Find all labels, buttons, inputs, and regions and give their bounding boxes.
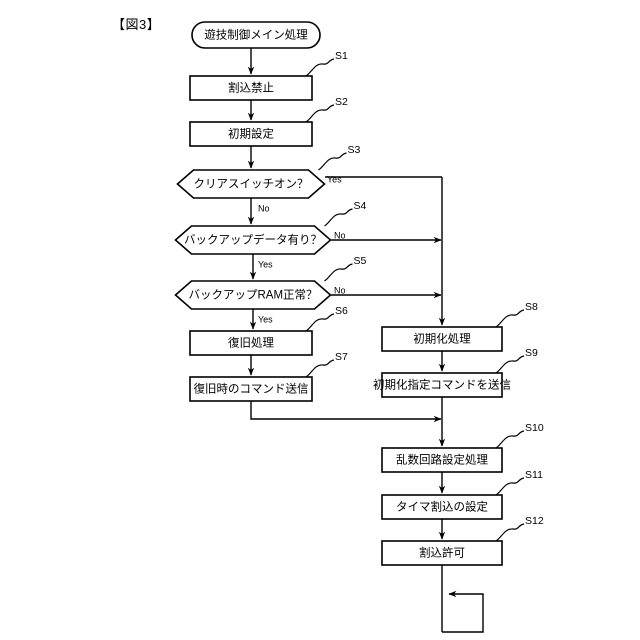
step-id-text: S10 <box>525 422 544 434</box>
edge-label-s5-yes: Yes <box>258 314 273 324</box>
process-shape <box>189 330 313 356</box>
step-id-text: S7 <box>335 351 348 363</box>
node-label: 復旧処理 <box>228 336 274 350</box>
process-shape <box>381 540 503 566</box>
flow-node-s1[interactable]: 割込禁止 <box>189 75 313 101</box>
edge-label-s5-no: No <box>334 285 346 295</box>
edge-label-s3-yes: Yes <box>327 174 342 184</box>
process-shape <box>381 494 503 520</box>
flow-node-s8[interactable]: 初期化処理 <box>381 326 503 352</box>
node-label: 初期化処理 <box>413 332 471 346</box>
step-id-text: S8 <box>525 301 538 313</box>
step-callout-s7: S7 <box>305 351 348 378</box>
step-id-text: S9 <box>525 347 538 359</box>
edge-loop-return <box>442 590 484 633</box>
process-shape <box>381 447 503 473</box>
node-label: バックアップデータ有り？ <box>184 233 322 247</box>
node-label: タイマ割込の設定 <box>396 500 488 514</box>
decision-shape <box>176 169 326 199</box>
step-callout-s2: S2 <box>305 96 348 123</box>
flow-node-s11[interactable]: タイマ割込の設定 <box>381 494 503 520</box>
flow-node-start[interactable]: 遊技制御メイン処理 <box>191 21 321 49</box>
flow-node-s2[interactable]: 初期設定 <box>189 121 313 147</box>
step-id-text: S1 <box>335 50 348 62</box>
step-id-text: S6 <box>335 305 348 317</box>
node-label: クリアスイッチオン？ <box>194 178 309 191</box>
step-id-text: S5 <box>354 255 367 267</box>
step-callout-s5: S5 <box>324 255 367 282</box>
decision-shape <box>174 225 332 255</box>
step-callout-s1: S1 <box>305 50 348 77</box>
node-label: 復旧時のコマンド送信 <box>194 382 309 396</box>
callout-leader <box>305 359 335 378</box>
edge-label-s4-yes: Yes <box>258 259 273 269</box>
callout-leader <box>305 58 335 77</box>
flow-node-s4[interactable]: バックアップデータ有り？ <box>174 225 332 255</box>
node-label: 割込許可 <box>419 546 465 560</box>
step-id-text: S4 <box>354 200 367 212</box>
edge-label-s3-no: No <box>258 203 270 213</box>
flow-node-s12[interactable]: 割込許可 <box>381 540 503 566</box>
step-id-text: S11 <box>525 469 543 481</box>
step-id-text: S2 <box>335 96 348 108</box>
step-callout-s12: S12 <box>495 515 544 542</box>
flow-node-s9[interactable]: 初期化指定コマンドを送信 <box>373 372 511 398</box>
flow-node-s3[interactable]: クリアスイッチオン？ <box>176 169 326 199</box>
callout-leader <box>305 104 335 123</box>
step-id-text: S12 <box>525 515 544 527</box>
step-callout-s6: S6 <box>305 305 348 332</box>
process-shape <box>189 121 313 147</box>
callout-leader <box>495 309 525 328</box>
process-shape <box>189 75 313 101</box>
flow-node-s10[interactable]: 乱数回路設定処理 <box>381 447 503 473</box>
process-shape <box>381 372 503 398</box>
callout-leader <box>495 430 525 449</box>
callout-leader <box>324 208 353 227</box>
callout-leader <box>305 313 335 332</box>
callout-leader <box>324 263 353 282</box>
node-label: 乱数回路設定処理 <box>396 453 488 467</box>
decision-shape <box>174 280 332 310</box>
step-callout-s4: S4 <box>324 200 367 227</box>
step-callout-s11: S11 <box>495 469 543 496</box>
step-callout-s3: S3 <box>318 144 361 171</box>
step-id-text: S3 <box>348 144 361 156</box>
callout-leader <box>495 355 525 374</box>
flow-edges <box>247 48 484 633</box>
flow-node-s5[interactable]: バックアップRAM正常？ <box>174 280 332 310</box>
process-shape <box>189 376 313 402</box>
figure-title: 【図3】 <box>112 17 161 32</box>
flow-node-s7[interactable]: 復旧時のコマンド送信 <box>189 376 313 402</box>
node-label: バックアップRAM正常？ <box>188 289 317 302</box>
callout-leader <box>495 477 525 496</box>
node-label: 割込禁止 <box>228 81 274 95</box>
node-label: 遊技制御メイン処理 <box>204 28 308 42</box>
step-callout-s10: S10 <box>495 422 544 449</box>
step-callout-s9: S9 <box>495 347 538 374</box>
terminator-shape <box>191 21 321 49</box>
callout-leader <box>495 523 525 542</box>
node-label: 初期設定 <box>228 127 274 141</box>
node-label: 初期化指定コマンドを送信 <box>373 378 511 392</box>
flow-node-s6[interactable]: 復旧処理 <box>189 330 313 356</box>
edge-s7-merge <box>250 401 442 423</box>
step-callout-s8: S8 <box>495 301 538 328</box>
edge-label-s4-no: No <box>334 230 346 240</box>
callout-leader <box>318 152 347 171</box>
process-shape <box>381 326 503 352</box>
